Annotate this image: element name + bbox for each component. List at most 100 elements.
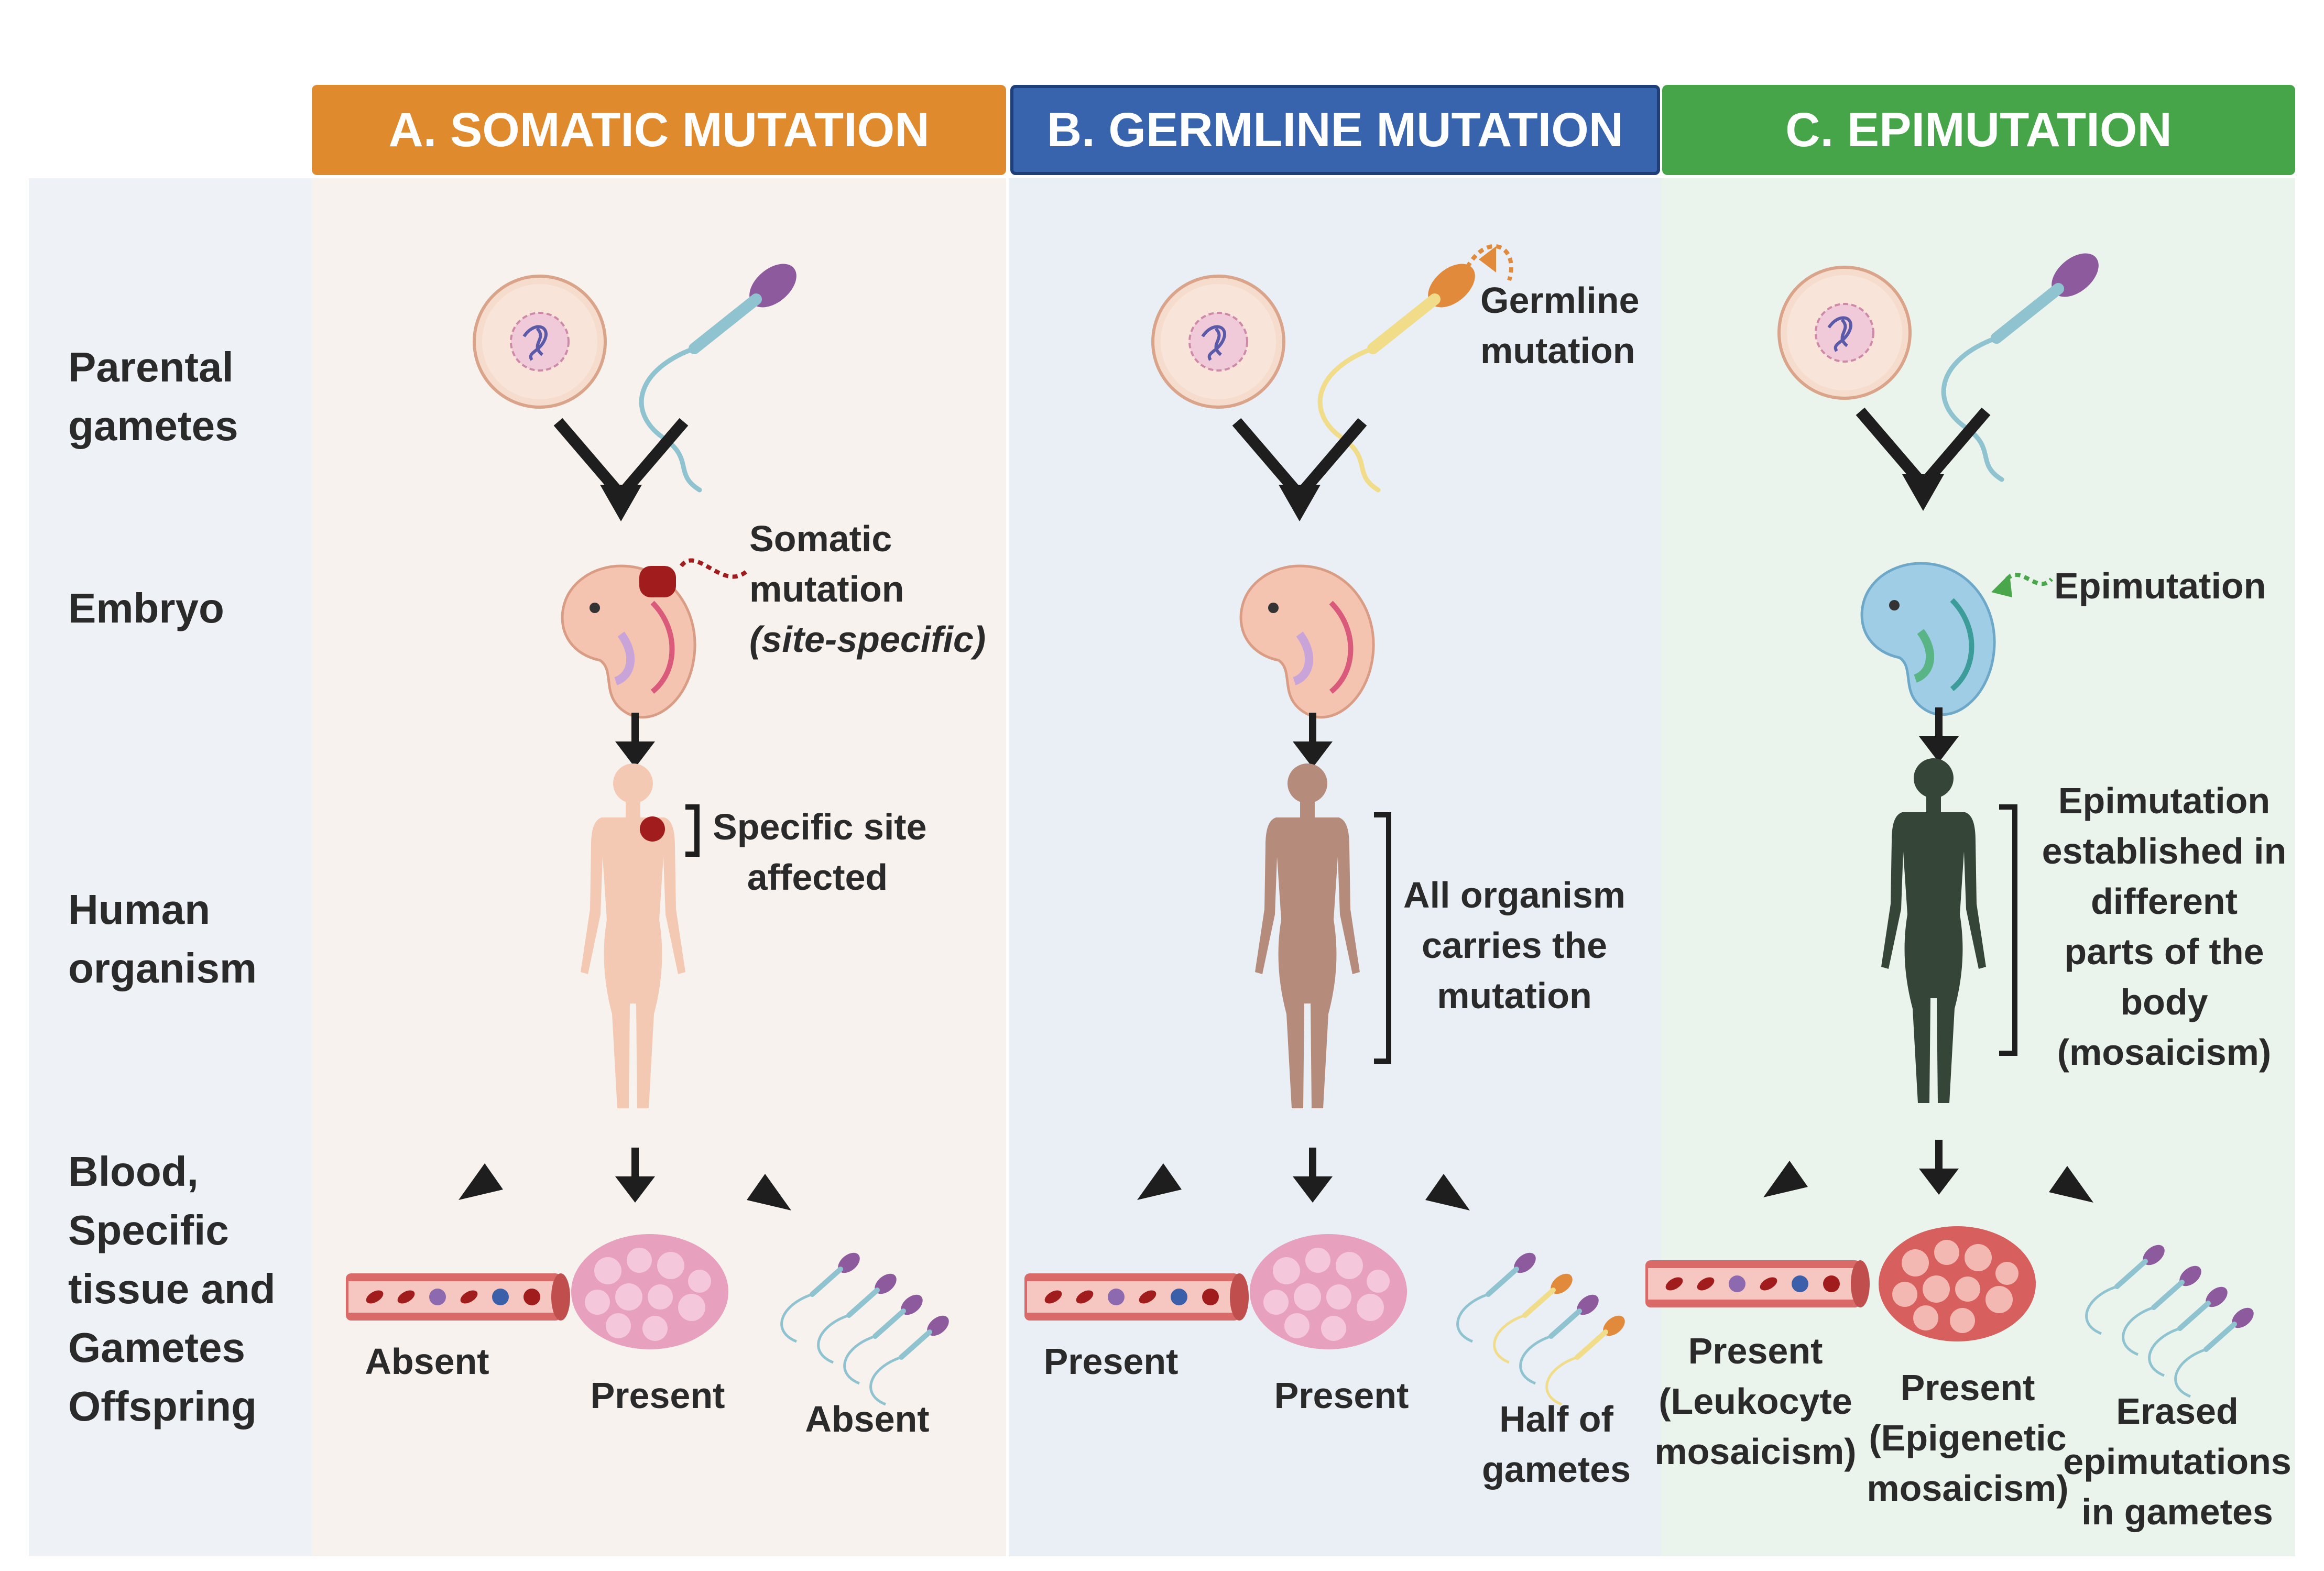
down-arrow-icon: [1919, 1140, 1959, 1195]
tissue-icon: [1879, 1226, 2036, 1341]
note-line: Specific site: [713, 806, 927, 847]
down-arrow-icon: [615, 713, 655, 768]
germline-blood-outcome: Present: [1043, 1341, 1179, 1382]
row-label-line: gametes: [68, 402, 238, 449]
blood-vessel-icon: [346, 1273, 570, 1321]
site-bracket: [685, 804, 700, 857]
tissue-icon: [1250, 1234, 1407, 1349]
blood-vessel-icon: [1645, 1260, 1870, 1307]
row-label-human-organism: Human organism: [68, 880, 257, 998]
header-germline-mutation: B. GERMLINE MUTATION: [1010, 85, 1660, 175]
specific-site-dot: [640, 816, 665, 842]
note-line: Present: [1688, 1330, 1823, 1371]
specific-site-note: Specific site affected: [713, 802, 927, 902]
gametes-cluster-icon: [1458, 1249, 1629, 1404]
row-label-line: Gametes: [68, 1324, 245, 1371]
epimutation-organism-note: Epimutation established in different par…: [2033, 776, 2295, 1077]
somatic-blood-outcome: Absent: [365, 1341, 489, 1382]
row-label-tissues: Blood, Specific tissue and Gametes Offsp…: [68, 1142, 276, 1436]
diagonal-arrow-icon: [459, 1163, 503, 1200]
sperm-cell-icon: [1944, 245, 2107, 479]
somatic-gametes-outcome: Absent: [805, 1399, 930, 1439]
fertilization-arrow: [1860, 411, 1986, 511]
diagonal-arrow-icon: [1425, 1174, 1470, 1210]
germline-mutation-note: Germline mutation: [1480, 275, 1639, 376]
note-line: established in: [2042, 831, 2287, 871]
gametes-cluster-icon: [782, 1249, 953, 1404]
somatic-mutation-pointer: [679, 558, 748, 579]
germline-tissue-outcome: Present: [1274, 1375, 1409, 1416]
somatic-tissue-outcome: Present: [590, 1375, 725, 1416]
note-line: Germline: [1480, 280, 1640, 321]
note-line: Half of: [1499, 1399, 1613, 1439]
row-label-line: tissue and: [68, 1265, 276, 1312]
human-body-germline-icon: [1255, 763, 1360, 1108]
epimutation-arrowhead: [1991, 574, 2012, 597]
row-label-line: Embryo: [68, 585, 224, 631]
note-line: mutation: [749, 569, 904, 609]
header-somatic-mutation: A. SOMATIC MUTATION: [312, 85, 1006, 175]
note-line: body: [2120, 981, 2208, 1022]
organism-bracket: [1374, 812, 1391, 1064]
note-line: different: [2091, 881, 2238, 922]
row-label-line: Offspring: [68, 1383, 257, 1430]
row-label-line: Blood,: [68, 1148, 199, 1195]
down-arrow-icon: [1293, 1148, 1333, 1203]
note-line: mutation: [1437, 975, 1592, 1016]
note-line: (Leukocyte: [1659, 1381, 1852, 1422]
tissue-icon: [571, 1234, 728, 1349]
organism-bracket: [1999, 804, 2017, 1056]
row-label-line: Specific: [68, 1207, 229, 1253]
note-line: (site-specific): [749, 619, 986, 660]
sperm-cell-icon: [641, 255, 804, 490]
egg-cell-icon: [1779, 267, 1910, 398]
down-arrow-icon: [615, 1148, 655, 1203]
embryo-icon: [1241, 566, 1373, 717]
human-body-epimutation-icon: [1881, 758, 1986, 1103]
germline-organism-note: All organism carries the mutation: [1394, 870, 1635, 1021]
note-line: Somatic: [749, 518, 892, 559]
diagonal-arrow-icon: [1137, 1163, 1182, 1200]
note-line: mosaicism): [1867, 1468, 2069, 1509]
note-line: (Epigenetic: [1869, 1417, 2067, 1458]
epimutation-note: Epimutation: [2054, 565, 2266, 606]
note-line: affected: [747, 857, 888, 898]
note-line: parts of the: [2064, 931, 2264, 972]
down-arrow-icon: [1293, 713, 1333, 768]
note-line: mutation: [1480, 330, 1635, 371]
gametes-cluster-icon: [2087, 1241, 2257, 1397]
note-line: gametes: [1481, 1449, 1631, 1490]
somatic-mutation-note: Somatic mutation (site-specific): [749, 514, 986, 664]
note-line: Present: [1900, 1367, 2035, 1408]
note-line: carries the: [1421, 925, 1608, 966]
fertilization-arrow: [1237, 422, 1362, 521]
note-line: (mosaicism): [2057, 1032, 2272, 1073]
diagonal-arrow-icon: [1763, 1161, 1808, 1197]
row-label-embryo: Embryo: [68, 579, 224, 638]
germline-mutation-arrowhead: [1479, 246, 1496, 272]
row-label-line: Human: [68, 886, 211, 933]
human-body-somatic-icon: [581, 763, 685, 1108]
diagonal-arrow-icon: [747, 1174, 791, 1210]
somatic-mutation-marker: [639, 566, 676, 597]
blood-vessel-icon: [1024, 1273, 1249, 1321]
epimutated-embryo-icon: [1862, 563, 1994, 715]
epimutation-blood-outcome: Present (Leukocyte mosaicism): [1651, 1326, 1860, 1477]
header-epimutation: C. EPIMUTATION: [1662, 85, 2295, 175]
egg-cell-icon: [1153, 276, 1284, 407]
row-label-line: organism: [68, 945, 257, 991]
epimutation-tissue-outcome: Present (Epigenetic mosaicism): [1863, 1362, 2072, 1513]
down-arrow-icon: [1919, 707, 1959, 762]
egg-cell-icon: [474, 276, 605, 407]
germline-gametes-outcome: Half of gametes: [1462, 1394, 1651, 1494]
germline-mutation-pointer: [1465, 244, 1513, 281]
note-line: Epimutation: [2058, 780, 2271, 821]
row-label-background: [29, 178, 312, 1556]
mutated-sperm-icon: [1317, 264, 1475, 493]
note-line: epimutations: [2063, 1441, 2292, 1482]
note-line: in gametes: [2081, 1491, 2273, 1532]
diagonal-arrow-icon: [2049, 1166, 2093, 1203]
row-label-line: Parental: [68, 344, 234, 390]
epimutation-gametes-outcome: Erased epimutations in gametes: [2059, 1386, 2295, 1537]
note-line: All organism: [1403, 875, 1625, 915]
